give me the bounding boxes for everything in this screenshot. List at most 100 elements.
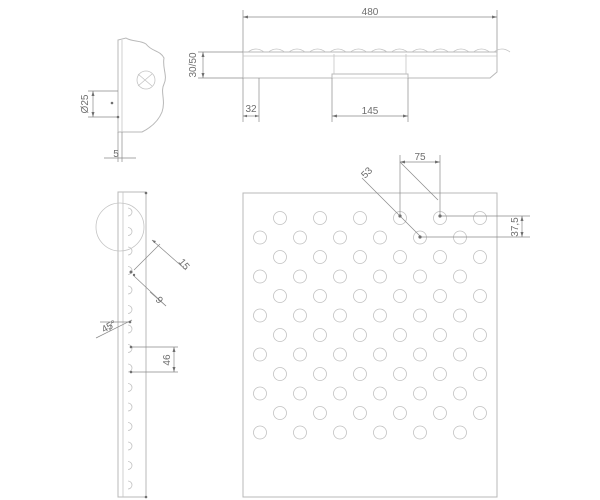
stud-circle: [433, 367, 447, 381]
profile-bumps: [247, 48, 511, 53]
stud-circle: [373, 230, 387, 245]
dim-diameter-25: Ø25: [80, 94, 91, 113]
stud-circle: [473, 289, 487, 303]
stud-circle: [353, 328, 367, 342]
stud-circle: [433, 406, 447, 420]
dim-480: 480: [362, 7, 379, 18]
stud-circle: [413, 269, 427, 284]
strip-stud: [127, 461, 133, 470]
stud-circle: [273, 328, 287, 342]
strip-stud: [127, 402, 133, 412]
stud-circle: [293, 230, 307, 245]
dim-45-deg: 45°: [100, 319, 119, 336]
strip-stud: [127, 344, 133, 353]
stud-circle: [373, 308, 387, 323]
stud-circle: [293, 425, 307, 440]
stud-circle: [413, 347, 427, 362]
stud-circle: [473, 211, 487, 225]
elevation-view: 480 30/50 32 145: [188, 7, 511, 122]
stud-circle: [353, 289, 367, 303]
dim-30-50: 30/50: [188, 52, 199, 77]
strip-stud: [127, 480, 133, 490]
stud-circle: [253, 308, 267, 323]
stud-circle: [293, 308, 307, 323]
dim-46: 46: [162, 354, 173, 366]
dim-145: 145: [362, 106, 379, 117]
detail-hole-view: Ø25 5: [80, 37, 166, 162]
stud-circle: [413, 308, 427, 323]
stud-circle: [333, 347, 347, 362]
stud-circle: [373, 386, 387, 401]
stud-circle: [293, 386, 307, 401]
stud-circle: [473, 367, 487, 381]
stud-circle: [353, 250, 367, 264]
dim-75: 75: [414, 152, 426, 163]
stud-circle: [313, 250, 327, 264]
stud-circle: [473, 328, 487, 342]
stud-circle: [473, 406, 487, 420]
stud-circle: [413, 230, 427, 245]
stud-circle: [433, 289, 447, 303]
stud-circle: [393, 250, 407, 264]
strip-stud: [127, 383, 133, 392]
stud-circle: [333, 230, 347, 245]
stud-circle: [453, 386, 467, 401]
stud-circle: [273, 406, 287, 420]
stud-circle: [253, 347, 267, 362]
strip-stud: [127, 441, 133, 451]
stud-circle: [453, 230, 467, 245]
dim-37-5: 37,5: [510, 217, 521, 237]
stud-circle: [293, 269, 307, 284]
stud-circle: [453, 425, 467, 440]
stud-circle: [393, 406, 407, 420]
strip-stud: [127, 285, 133, 295]
strip-stud: [127, 227, 133, 236]
stud-circle: [473, 250, 487, 264]
stud-circle: [313, 289, 327, 303]
stud-circle: [353, 406, 367, 420]
strip-stud: [127, 422, 133, 431]
stud-circle: [353, 367, 367, 381]
stud-circle: [333, 425, 347, 440]
stud-circle: [433, 328, 447, 342]
dim-9: 9: [153, 295, 165, 307]
strip-stud: [127, 207, 133, 217]
stud-circle: [393, 289, 407, 303]
stud-circle: [253, 269, 267, 284]
stud-circle: [453, 347, 467, 362]
stud-circle: [333, 308, 347, 323]
strip-stud: [127, 305, 133, 314]
stud-circle: [253, 386, 267, 401]
dim-5: 5: [113, 149, 119, 160]
strip-stud: [127, 266, 133, 275]
side-strip-view: 15 9 45° 46: [95, 191, 192, 499]
stud-circle: [273, 289, 287, 303]
stud-circle: [273, 211, 287, 225]
stud-circle: [273, 367, 287, 381]
strip-stud: [127, 363, 133, 373]
stud-circle: [253, 425, 267, 440]
stud-circle: [373, 425, 387, 440]
stud-circle: [313, 406, 327, 420]
stud-circle: [413, 386, 427, 401]
stud-circle: [313, 211, 327, 225]
stud-circle: [413, 425, 427, 440]
stud-circle: [313, 328, 327, 342]
stud-circle: [433, 250, 447, 264]
stud-circle: [393, 367, 407, 381]
strip-stud: [127, 246, 133, 256]
stud-circle: [313, 367, 327, 381]
strip-stud: [127, 324, 133, 334]
dim-15: 15: [176, 257, 192, 273]
stud-circle: [453, 308, 467, 323]
stud-circle: [373, 347, 387, 362]
plan-view: 53 75 37,5: [242, 152, 530, 498]
stud-circle: [353, 211, 367, 225]
dim-53: 53: [359, 165, 375, 181]
stud-circle: [373, 269, 387, 284]
stud-circle: [293, 347, 307, 362]
stud-circle: [273, 250, 287, 264]
dim-32: 32: [245, 104, 257, 115]
stud-circle: [333, 386, 347, 401]
